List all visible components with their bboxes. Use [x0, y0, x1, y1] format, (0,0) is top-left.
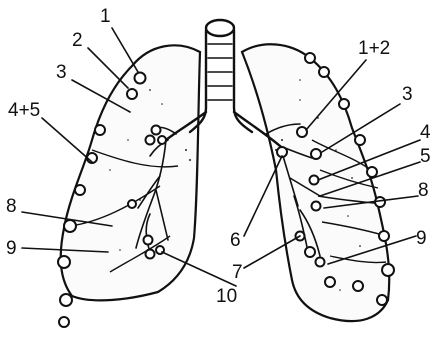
node-peri-right-5: [367, 167, 377, 177]
node-3b-left: [146, 136, 155, 145]
node-10-right: [316, 258, 325, 267]
node-2-left: [127, 89, 137, 99]
node-peri-left-7: [59, 317, 69, 327]
node-8-right: [312, 202, 321, 211]
label-2-left: 2: [72, 30, 83, 51]
node-3-left: [152, 126, 161, 135]
label-3-left: 3: [56, 62, 67, 83]
label-1-2: 1+2: [358, 38, 390, 59]
node-peri-right-3: [339, 99, 349, 109]
left-lung: [61, 45, 200, 300]
node-peri-left-6: [60, 294, 72, 306]
node-peri-left-3: [75, 185, 85, 195]
node-7-left: [144, 236, 153, 245]
label-4: 4: [420, 122, 431, 143]
label-8-right: 8: [418, 180, 429, 201]
label-6: 6: [230, 230, 241, 251]
node-peri-right-9: [377, 295, 387, 305]
label-3-right: 3: [402, 84, 413, 105]
node-hilum-left: [128, 200, 136, 208]
label-4-5: 4+5: [8, 100, 40, 121]
node-right-lower: [325, 277, 335, 287]
label-8-left: 8: [6, 196, 17, 217]
node-peri-right-2: [319, 67, 329, 77]
node-peri-right-4: [355, 135, 365, 145]
node-peri-right-8: [382, 264, 394, 276]
node-peri-right-1: [305, 53, 315, 63]
label-9-right: 9: [416, 228, 427, 249]
node-right-lower-2: [353, 281, 363, 291]
node-peri-left-4: [64, 220, 76, 232]
label-10: 10: [216, 286, 237, 307]
node-1-left: [135, 73, 146, 84]
label-5: 5: [420, 146, 431, 167]
label-7: 7: [232, 262, 243, 283]
node-12-right: [297, 127, 307, 137]
node-peri-right-7: [379, 231, 389, 241]
node-peri-left-5: [58, 256, 70, 268]
node-3c-left: [158, 136, 166, 144]
node-5-right: [310, 176, 319, 185]
node-3-right: [311, 149, 321, 159]
label-1-left: 1: [100, 6, 111, 27]
node-peri-left: [95, 125, 105, 135]
node-9-left: [146, 250, 155, 259]
label-9-left: 9: [6, 238, 17, 259]
node-9-right: [305, 247, 315, 257]
